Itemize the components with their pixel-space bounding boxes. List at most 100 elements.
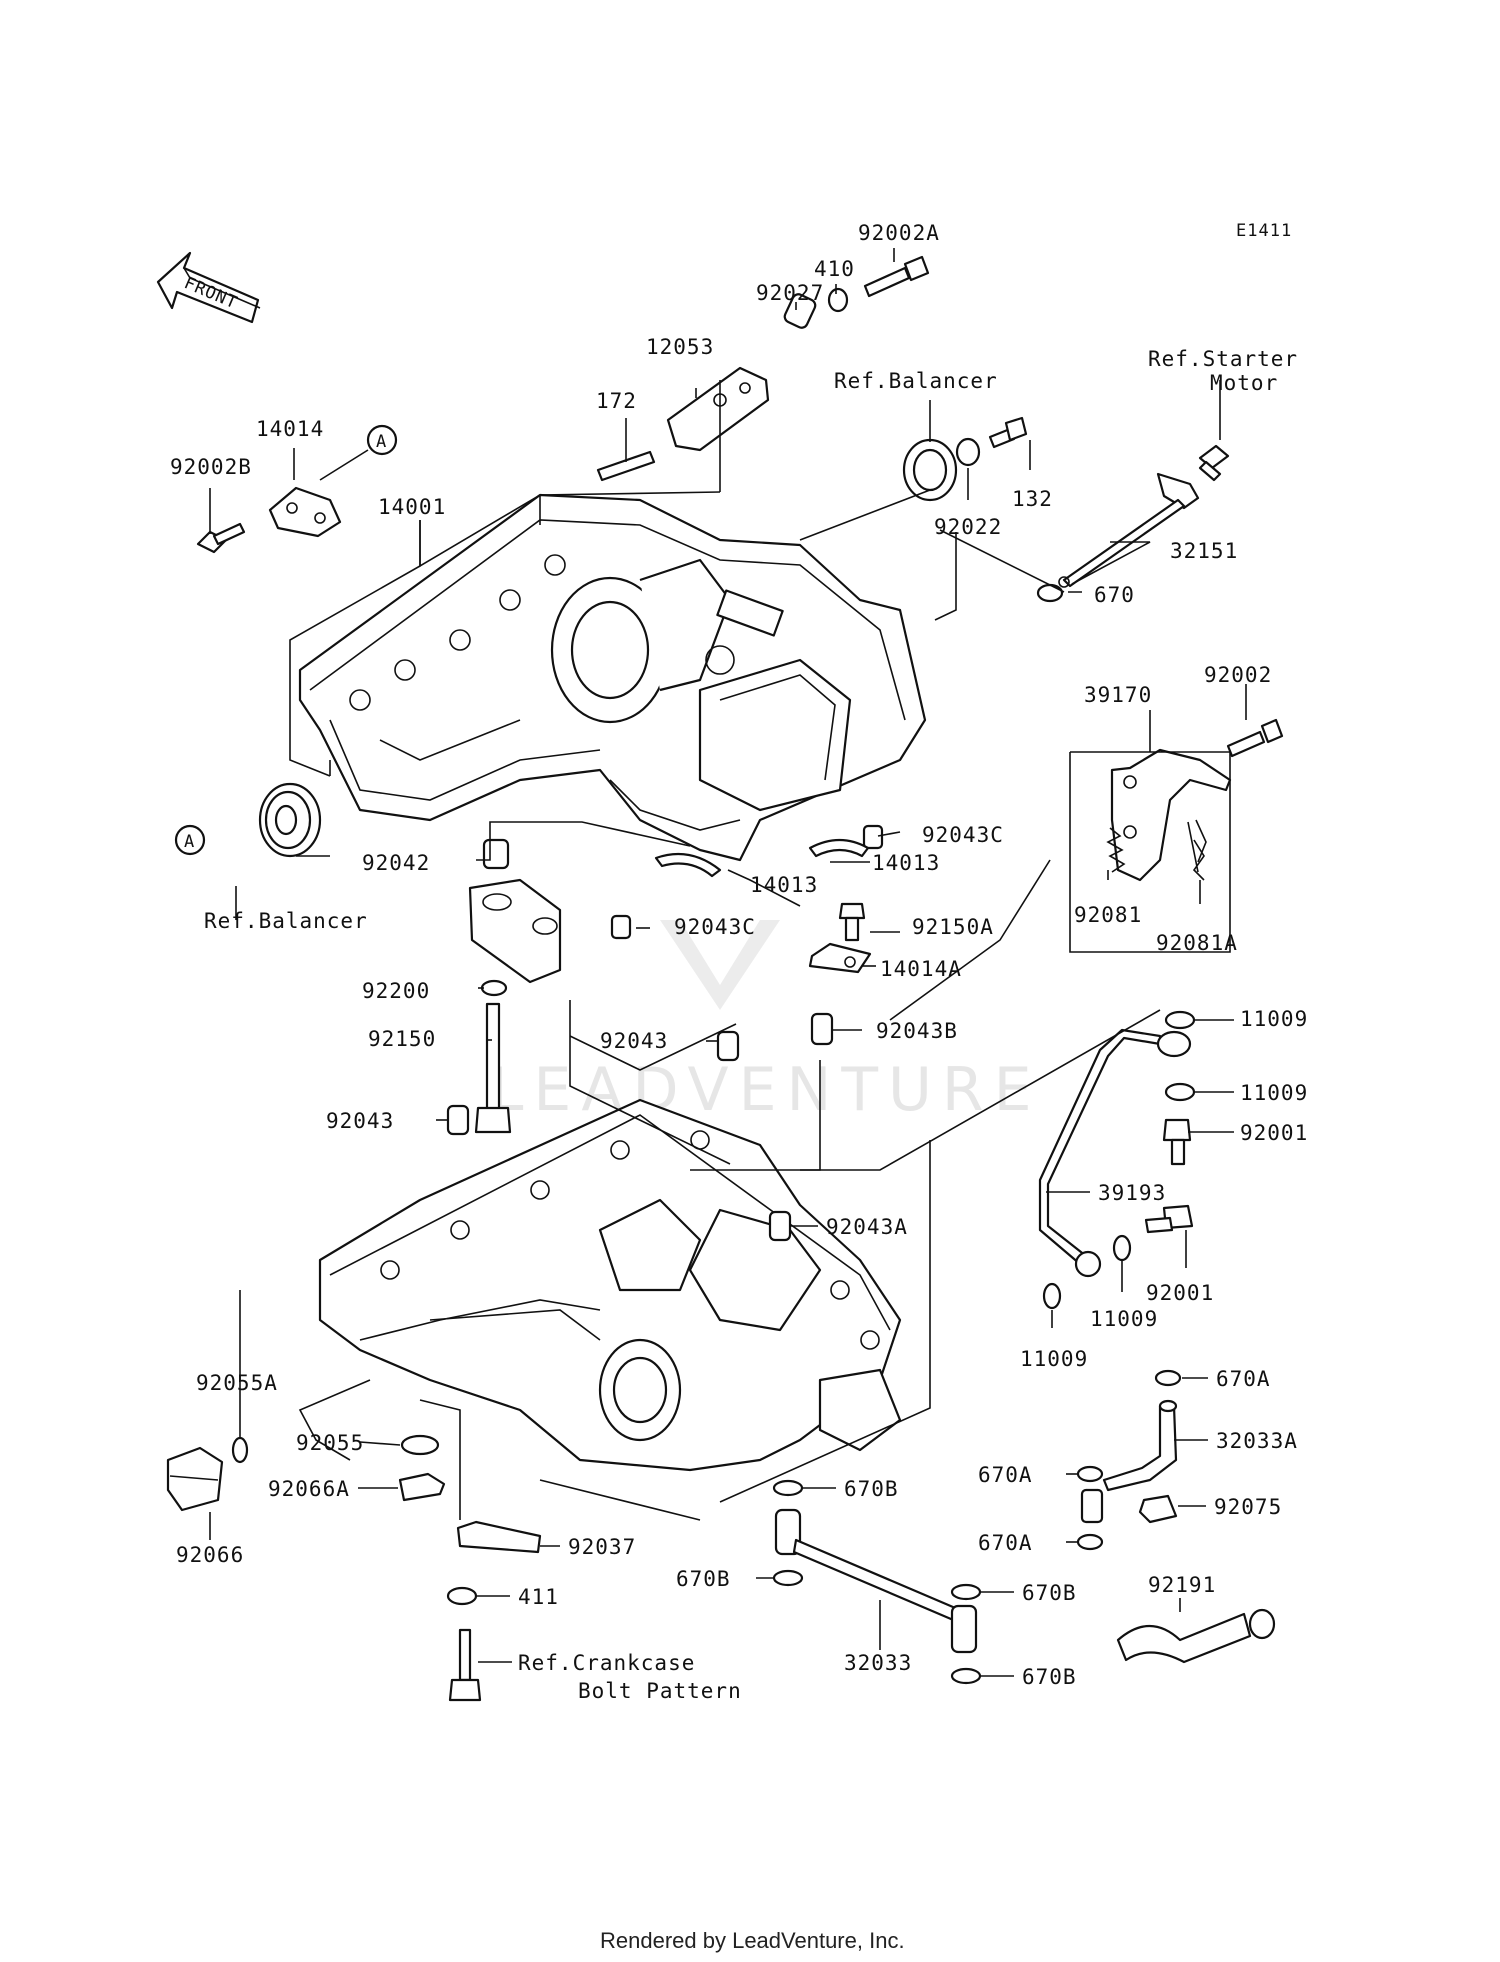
balancer-bearing-left bbox=[258, 782, 322, 858]
label-39170: 39170 bbox=[1084, 683, 1152, 707]
oring-670a-c-icon bbox=[1076, 1533, 1104, 1551]
label-411: 411 bbox=[518, 1585, 559, 1609]
dowel-92043-a-icon bbox=[716, 1030, 740, 1062]
bracket-92037-icon bbox=[456, 1520, 542, 1554]
label-92066A: 92066A bbox=[268, 1477, 350, 1501]
label-92002: 92002 bbox=[1204, 663, 1272, 687]
bolt-92001-a-icon bbox=[1162, 1118, 1192, 1166]
label-11009-b: 11009 bbox=[1240, 1081, 1308, 1105]
washer-92022-icon bbox=[955, 437, 981, 467]
part-labels: 92002A 410 92027 12053 172 14014 92002B … bbox=[170, 221, 1308, 1703]
stud-172-icon bbox=[596, 450, 656, 482]
clamp-92075-icon bbox=[1138, 1494, 1178, 1524]
oil-pipe-39193-icon bbox=[1038, 1028, 1192, 1278]
label-14001: 14001 bbox=[378, 495, 446, 519]
label-ref-crankcase-2: Bolt Pattern bbox=[578, 1679, 742, 1703]
label-92066: 92066 bbox=[176, 1543, 244, 1567]
starter-bolt-icon bbox=[1198, 444, 1230, 482]
bolt-92001-b-icon bbox=[1144, 1204, 1194, 1234]
dowel-92027-icon bbox=[783, 293, 817, 329]
bolt-92002b-icon bbox=[196, 522, 246, 554]
washer-11009-a-icon bbox=[1164, 1010, 1196, 1030]
label-670B-a: 670B bbox=[844, 1477, 899, 1501]
label-92043-a: 92043 bbox=[600, 1029, 668, 1053]
dowel-92043c-a-icon bbox=[862, 824, 884, 850]
washer-411-icon bbox=[446, 1586, 478, 1606]
label-92002A: 92002A bbox=[858, 221, 940, 245]
label-172: 172 bbox=[596, 389, 637, 413]
shell-14013-a-icon bbox=[808, 838, 870, 858]
label-92043C-b: 92043C bbox=[674, 915, 756, 939]
dowel-92043-b-icon bbox=[446, 1104, 470, 1136]
label-ref-starter-2: Motor bbox=[1210, 371, 1278, 395]
oring-670a-a-icon bbox=[1154, 1369, 1182, 1387]
svg-text:A: A bbox=[184, 832, 195, 852]
label-11009-d: 11009 bbox=[1020, 1347, 1088, 1371]
dowel-92043b-icon bbox=[810, 1012, 834, 1046]
dowel-92043a-icon bbox=[768, 1210, 792, 1242]
label-410: 410 bbox=[814, 257, 855, 281]
spring-92081a-icon bbox=[1187, 821, 1205, 881]
label-92075: 92075 bbox=[1214, 1495, 1282, 1519]
dowel-92042-icon bbox=[482, 838, 510, 870]
label-670A-b: 670A bbox=[978, 1463, 1033, 1487]
label-670A-a: 670A bbox=[1216, 1367, 1271, 1391]
oring-670b-a-icon bbox=[772, 1479, 804, 1497]
oring-670b-b-icon bbox=[772, 1569, 804, 1587]
label-670B-b: 670B bbox=[676, 1567, 731, 1591]
spring-92081-icon bbox=[1106, 827, 1126, 873]
label-132: 132 bbox=[1012, 487, 1053, 511]
tensioner-39170-icon bbox=[1110, 748, 1232, 882]
washer-11009-c-icon bbox=[1112, 1234, 1132, 1262]
label-92022: 92022 bbox=[934, 515, 1002, 539]
oring-670b-d-icon bbox=[950, 1667, 982, 1685]
label-92055: 92055 bbox=[296, 1431, 364, 1455]
label-14014A: 14014A bbox=[880, 957, 962, 981]
bolt-92150-icon bbox=[474, 1002, 512, 1134]
callout-a-left: A bbox=[174, 824, 206, 856]
cover-14014-icon bbox=[268, 486, 342, 538]
hose-92191-icon bbox=[1116, 1608, 1276, 1664]
label-670B-c: 670B bbox=[1022, 1581, 1077, 1605]
label-92043B: 92043B bbox=[876, 1019, 958, 1043]
oring-92055-icon bbox=[400, 1434, 440, 1456]
plug-92066-icon bbox=[166, 1446, 224, 1512]
label-ref-balancer-top: Ref.Balancer bbox=[834, 369, 998, 393]
label-92150A: 92150A bbox=[912, 915, 994, 939]
pipe-32033a-icon bbox=[1080, 1399, 1178, 1524]
label-32033: 32033 bbox=[844, 1651, 912, 1675]
label-92055A: 92055A bbox=[196, 1371, 278, 1395]
watermark: LEADVENTURE bbox=[490, 920, 1032, 1125]
label-92042: 92042 bbox=[362, 851, 430, 875]
label-39193: 39193 bbox=[1098, 1181, 1166, 1205]
label-92150: 92150 bbox=[368, 1027, 436, 1051]
label-92200: 92200 bbox=[362, 979, 430, 1003]
label-92043A: 92043A bbox=[826, 1215, 908, 1239]
label-12053: 12053 bbox=[646, 335, 714, 359]
callout-a-top: A bbox=[366, 424, 398, 456]
label-11009-c: 11009 bbox=[1090, 1307, 1158, 1331]
washer-11009-b-icon bbox=[1164, 1082, 1196, 1102]
label-ref-starter-1: Ref.Starter bbox=[1148, 347, 1298, 371]
footer-credit: Rendered by LeadVenture, Inc. bbox=[600, 1928, 905, 1953]
label-14013-a: 14013 bbox=[872, 851, 940, 875]
guide-12053-icon bbox=[666, 366, 770, 452]
oring-670a-b-icon bbox=[1076, 1465, 1104, 1483]
plug-92066a-icon bbox=[398, 1472, 446, 1502]
label-32033A: 32033A bbox=[1216, 1429, 1298, 1453]
bolt-92002a-icon bbox=[863, 255, 930, 298]
balancer-bearing-top bbox=[902, 438, 958, 502]
label-92002B: 92002B bbox=[170, 455, 252, 479]
label-14013-b: 14013 bbox=[750, 873, 818, 897]
label-92081A: 92081A bbox=[1156, 931, 1238, 955]
shaft-32151-icon bbox=[1058, 472, 1200, 588]
shell-14013-b-icon bbox=[654, 852, 722, 878]
label-92001-b: 92001 bbox=[1146, 1281, 1214, 1305]
label-11009-a: 11009 bbox=[1240, 1007, 1308, 1031]
svg-text:A: A bbox=[376, 432, 387, 452]
bolt-92150a-icon bbox=[838, 902, 866, 942]
pipe-32033-icon bbox=[774, 1508, 978, 1654]
washer-92200-icon bbox=[480, 979, 508, 997]
label-92027: 92027 bbox=[756, 281, 824, 305]
